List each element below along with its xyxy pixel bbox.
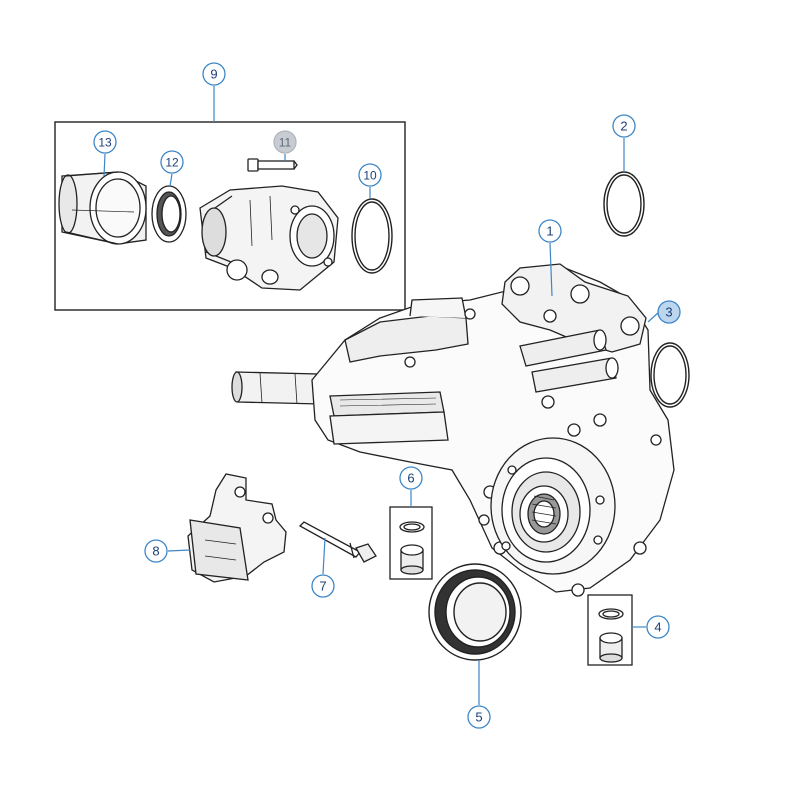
callout-label: 8 [152,544,159,559]
callout-label: 1 [546,224,553,239]
callout-label: 6 [407,471,414,486]
callout-circle [358,163,382,187]
callout-label: 5 [475,710,482,725]
callout-5[interactable]: 5 [467,705,491,729]
callout-circle [646,615,670,639]
callout-2[interactable]: 2 [612,114,636,138]
callout-3[interactable]: 3 [657,300,681,324]
callout-label: 13 [98,136,112,150]
callout-circle [612,114,636,138]
callout-10[interactable]: 10 [358,163,382,187]
leader-lines [103,86,660,705]
part-3-oring [650,342,690,408]
callout-label: 10 [363,169,377,183]
callout-label: 3 [665,305,672,320]
callout-1[interactable]: 1 [538,219,562,243]
part-1-transfer-case [231,263,675,597]
callout-label: 9 [210,67,217,82]
callout-label: 7 [319,579,326,594]
callout-circle [144,539,168,563]
part-12-seal [151,185,187,243]
callout-circle [399,466,423,490]
kit-box-9 [54,121,406,311]
callout-6[interactable]: 6 [399,466,423,490]
callout-circle [538,219,562,243]
part-11-bolt [247,158,298,172]
callout-circle [467,705,491,729]
kit-housing [199,185,339,291]
callout-4[interactable]: 4 [646,615,670,639]
part-13-collar [58,171,147,245]
callout-circle [311,574,335,598]
callout-circle [202,62,226,86]
part-6-plug-kit [389,506,433,580]
part-2-oring [603,171,645,237]
part-10-oring [351,198,393,274]
callout-circle [657,300,681,324]
callout-circle [160,150,184,174]
callout-label: 4 [654,620,661,635]
callout-label: 11 [279,136,292,150]
callout-12[interactable]: 12 [160,150,184,174]
part-4-plug-kit [587,594,633,666]
callout-7[interactable]: 7 [311,574,335,598]
callout-13[interactable]: 13 [93,130,117,154]
callout-label: 12 [165,156,179,170]
callout-circle [93,130,117,154]
callout-11[interactable]: 11 [273,130,297,154]
callout-8[interactable]: 8 [144,539,168,563]
callout-circle [273,130,297,154]
callout-9[interactable]: 9 [202,62,226,86]
part-5-output-seal [428,563,522,661]
part-8-mount [187,473,287,583]
callout-label: 2 [620,119,627,134]
part-7-bolt [298,521,377,563]
